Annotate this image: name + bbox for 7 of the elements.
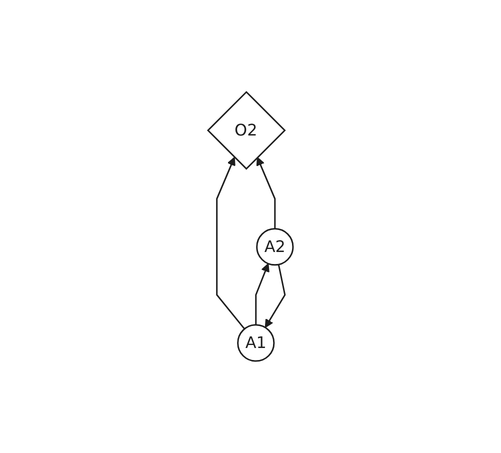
arrow (264, 264, 286, 328)
arrow (256, 156, 276, 229)
arrow (255, 263, 270, 325)
node-circle: A1 (237, 324, 275, 362)
node-circle: A2 (256, 228, 294, 266)
node-diamond: O2 (206, 90, 286, 170)
arrow (216, 156, 246, 330)
